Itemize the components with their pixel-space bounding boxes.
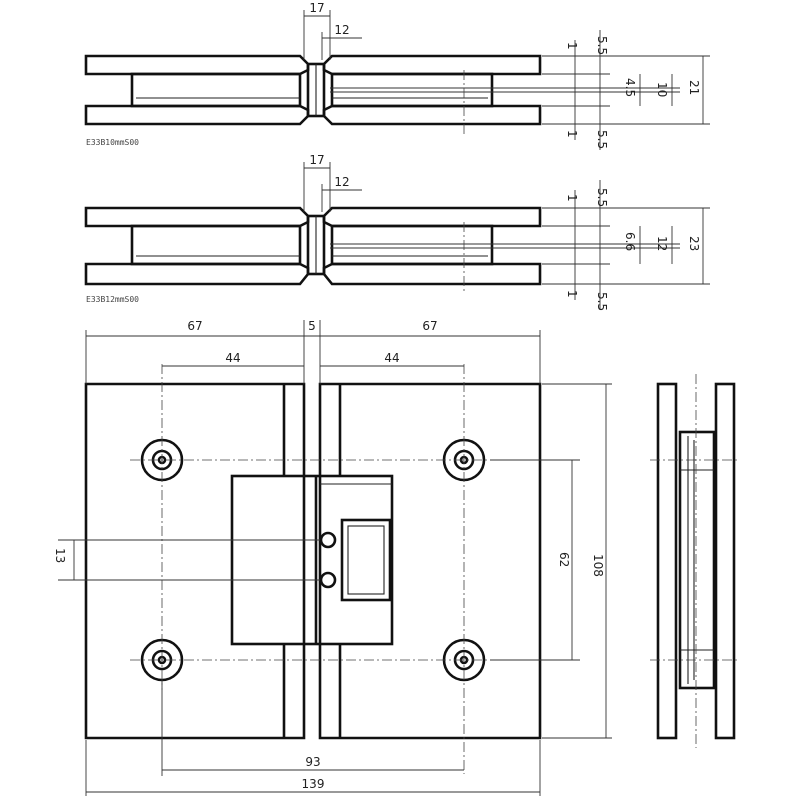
dim-67-left: 67 — [187, 319, 202, 333]
dim-1-bottom: 1 — [565, 290, 579, 298]
dim-5: 5 — [308, 319, 316, 333]
dim-4-5: 4.5 — [623, 78, 637, 97]
dim-10: 10 — [655, 82, 669, 97]
dim-62: 62 — [557, 552, 571, 567]
dim-5-5-top: 5.5 — [595, 36, 609, 55]
cam-screw — [319, 571, 337, 589]
top-view-12mm: 17 12 5.5 1 6.6 12 23 1 5.5 E33B12mmS00 — [84, 153, 710, 311]
dim-44-right: 44 — [384, 351, 399, 365]
dim-12: 12 — [334, 23, 349, 37]
dim-1-bottom: 1 — [565, 130, 579, 138]
dim-12-h: 12 — [655, 236, 669, 251]
dim-67-right: 67 — [422, 319, 437, 333]
top-view-10mm: 17 12 5.5 1 4.5 10 21 1 5.5 E33B10mmS00 — [84, 1, 710, 150]
dim-139: 139 — [302, 777, 325, 791]
dim-23: 23 — [687, 236, 701, 251]
dim-5-5-bottom: 5.5 — [595, 292, 609, 311]
dim-17: 17 — [309, 1, 324, 15]
dim-6-6: 6.6 — [623, 232, 637, 251]
cam-screw — [319, 531, 337, 549]
dim-44-left: 44 — [225, 351, 240, 365]
dim-21: 21 — [687, 80, 701, 95]
dim-13: 13 — [53, 548, 67, 563]
dim-93: 93 — [305, 755, 320, 769]
part-note: E33B10mmS00 — [86, 138, 139, 147]
dim-5-5-bottom: 5.5 — [595, 130, 609, 149]
dim-1-top: 1 — [565, 194, 579, 202]
dim-108: 108 — [591, 554, 605, 577]
part-note: E33B12mmS00 — [86, 295, 139, 304]
front-view: 67 5 67 44 44 13 62 108 93 139 — [53, 319, 612, 796]
dim-1-top: 1 — [565, 42, 579, 50]
dim-17: 17 — [309, 153, 324, 167]
dim-12: 12 — [334, 175, 349, 189]
side-view — [650, 374, 740, 748]
dim-5-5-top: 5.5 — [595, 188, 609, 207]
